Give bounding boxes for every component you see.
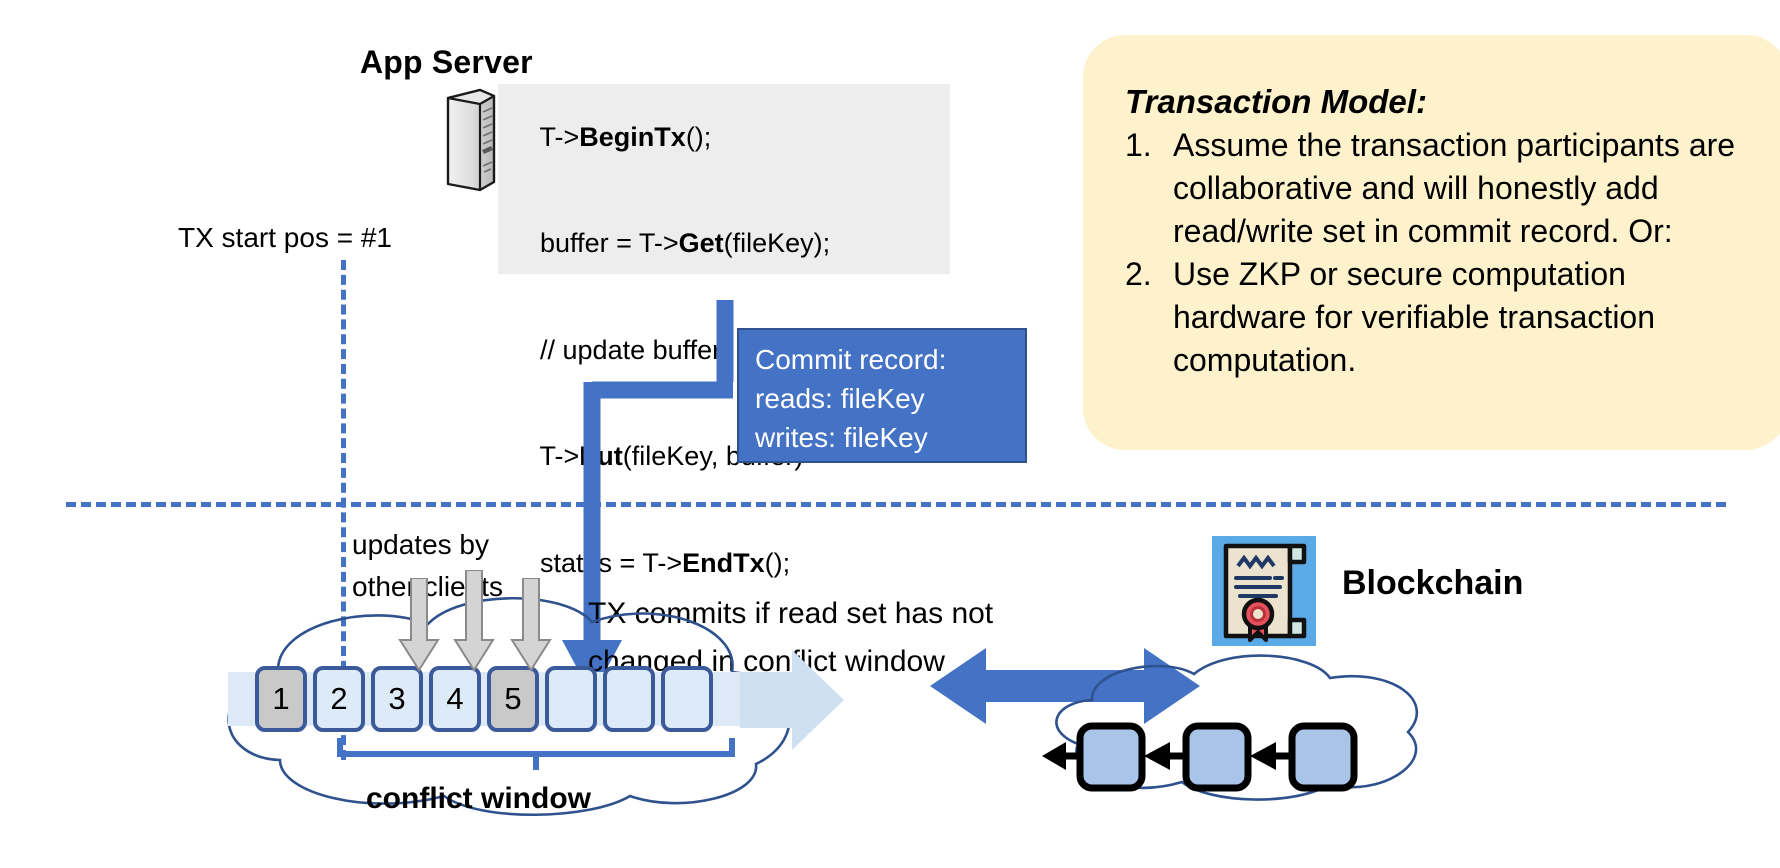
log-entry-row: 1 2 3 4 5 xyxy=(255,666,713,732)
code-bold: BeginTx xyxy=(579,121,686,152)
blockchain-label: Blockchain xyxy=(1342,564,1524,602)
code-pre: T-> xyxy=(539,121,580,152)
code-pre: buffer = T-> xyxy=(540,228,679,258)
log-entry[interactable]: 5 xyxy=(487,666,539,732)
log-entry[interactable]: 3 xyxy=(371,666,423,732)
commit-record-title: Commit record: xyxy=(755,344,947,375)
list-item: 2. Use ZKP or secure computation hardwar… xyxy=(1125,253,1758,382)
bidirectional-sync-arrow xyxy=(930,636,1200,736)
log-entry[interactable]: 4 xyxy=(429,666,481,732)
code-line: buffer = T->Get(fileKey); xyxy=(498,191,950,298)
conflict-window-label: conflict window xyxy=(366,782,591,815)
update-arrow-icon xyxy=(398,577,440,679)
conflict-window-brace xyxy=(336,736,756,776)
transaction-model-title: Transaction Model: xyxy=(1125,83,1427,120)
update-arrow-icon xyxy=(510,577,552,679)
certificate-icon xyxy=(1212,536,1316,646)
code-line: T->BeginTx(); xyxy=(498,84,950,191)
commit-record-reads: reads: fileKey xyxy=(755,383,925,414)
code-post: (fileKey); xyxy=(723,228,831,258)
update-arrow-icon xyxy=(453,569,495,679)
tx-start-dashed-line xyxy=(341,260,346,760)
list-item: 1. Assume the transaction participants a… xyxy=(1125,124,1758,253)
tx-start-pos-label: TX start pos = #1 xyxy=(178,222,392,253)
commit-record-box: Commit record: reads: fileKey writes: fi… xyxy=(737,328,1027,463)
log-tail-arrow-icon xyxy=(740,648,850,757)
code-pre: T-> xyxy=(539,441,580,471)
code-line: // update buffer; xyxy=(498,297,950,404)
log-entry[interactable] xyxy=(603,666,655,732)
server-tower-icon xyxy=(440,86,500,196)
log-entry[interactable]: 1 xyxy=(255,666,307,732)
code-post: (); xyxy=(685,121,712,152)
commit-record-writes: writes: fileKey xyxy=(755,422,928,453)
code-pre: // update buffer; xyxy=(540,334,729,365)
transaction-model-callout: Transaction Model: 1. Assume the transac… xyxy=(1083,35,1780,450)
list-item-number: 1. xyxy=(1125,127,1152,163)
list-item-number: 2. xyxy=(1125,256,1152,292)
log-entry[interactable] xyxy=(661,666,713,732)
log-entry[interactable] xyxy=(545,666,597,732)
code-post: (); xyxy=(764,547,791,578)
updates-label-line1: updates by xyxy=(352,529,489,560)
blockchain-block-chain xyxy=(1040,722,1420,792)
code-bold: Get xyxy=(678,228,724,258)
log-entry[interactable]: 2 xyxy=(313,666,365,732)
code-panel: T->BeginTx(); buffer = T->Get(fileKey); … xyxy=(498,84,950,578)
list-item-text: Use ZKP or secure computation hardware f… xyxy=(1173,256,1656,378)
code-bold: EndTx xyxy=(682,547,765,578)
transaction-model-list: 1. Assume the transaction participants a… xyxy=(1125,124,1758,382)
app-server-title: App Server xyxy=(360,44,533,80)
layer-separator-dashed-line xyxy=(66,502,1726,507)
list-item-text: Assume the transaction participants are … xyxy=(1173,127,1736,249)
